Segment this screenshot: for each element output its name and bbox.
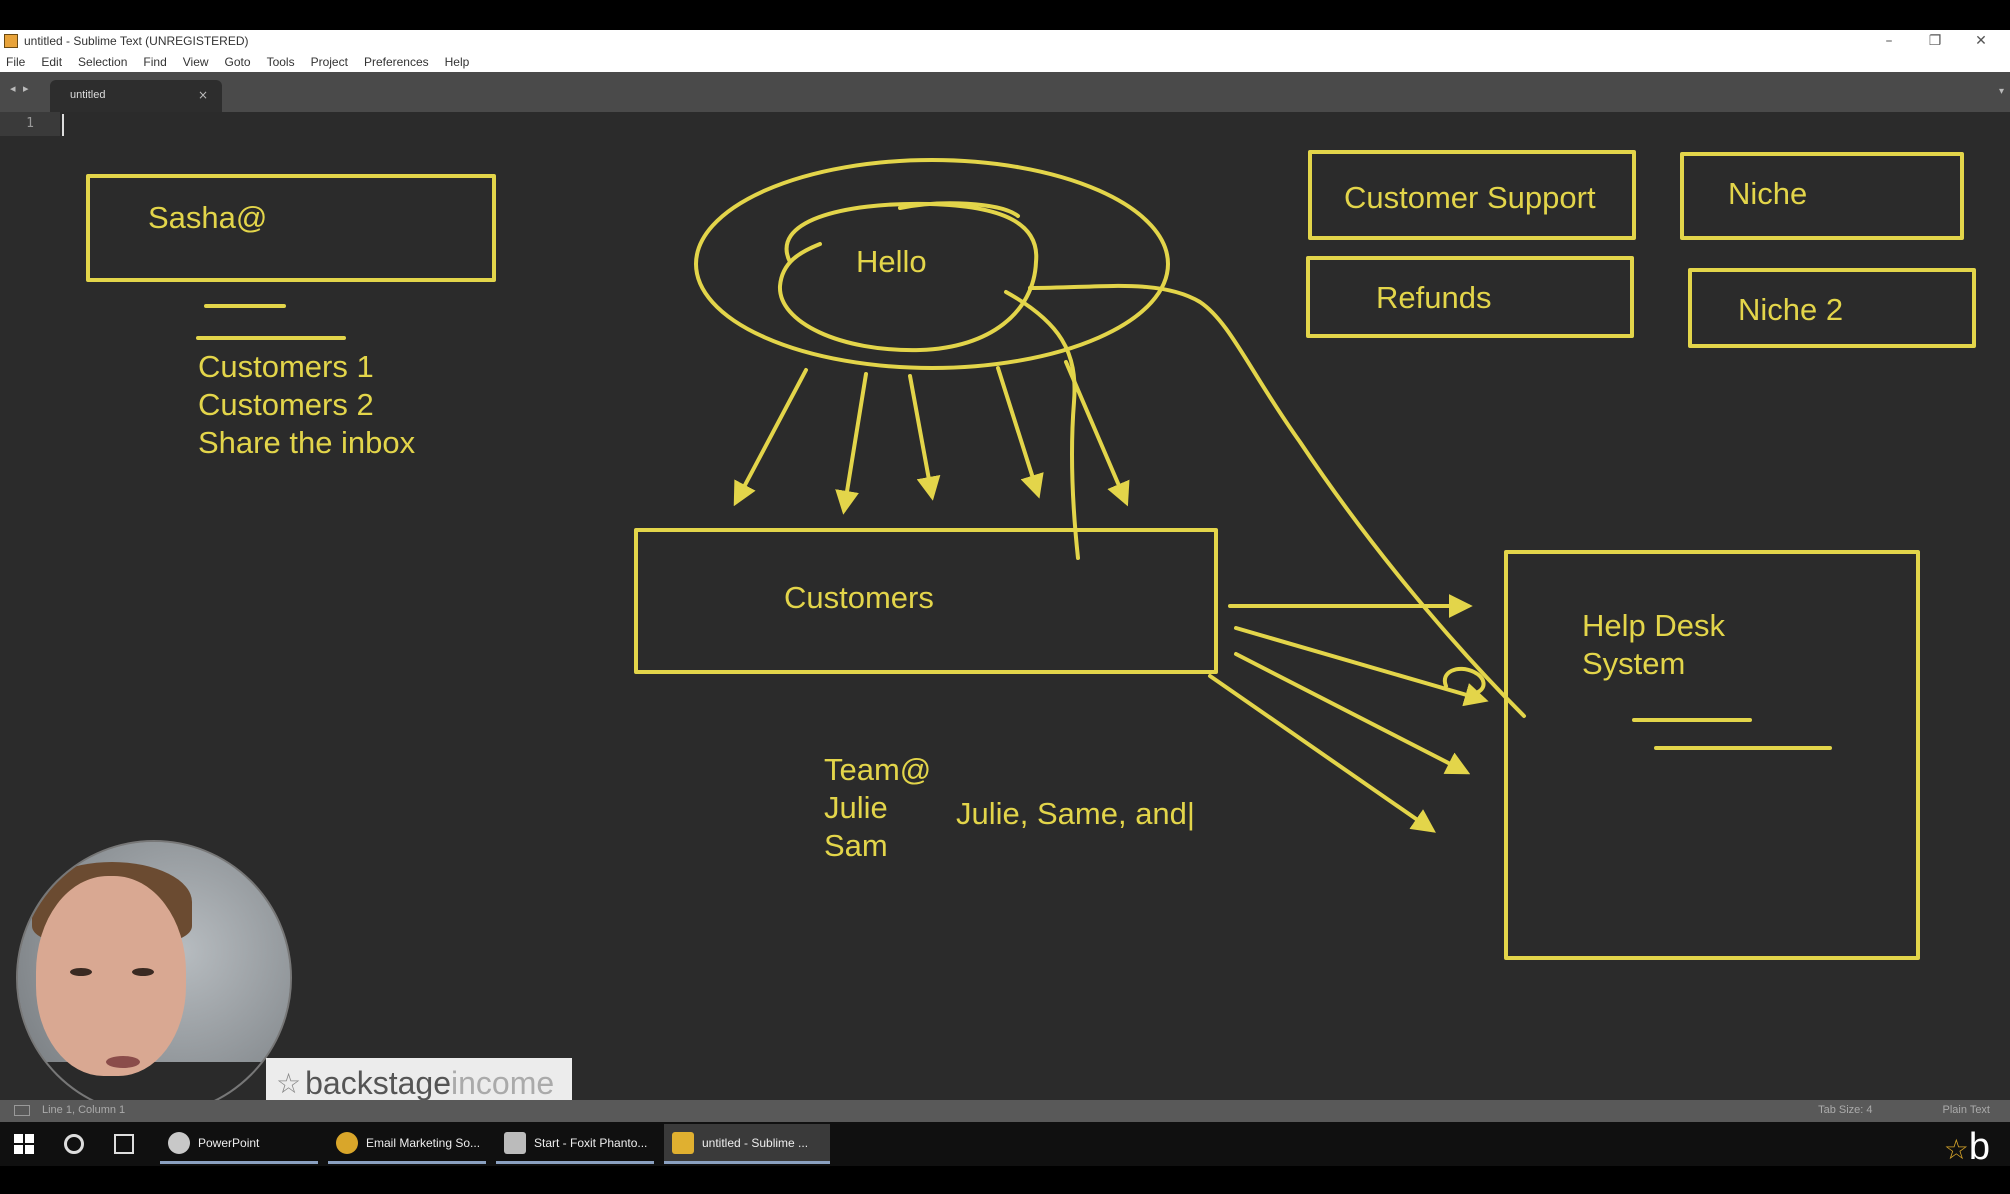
taskbar-app-label: PowerPoint	[198, 1135, 260, 1150]
tab-size[interactable]: Tab Size: 4	[1818, 1104, 1873, 1116]
powerpoint-icon	[168, 1131, 190, 1154]
hello-to-customers-stroke	[1004, 290, 1080, 560]
status-bar: Line 1, Column 1 Tab Size: 4 Plain Text	[0, 1100, 2010, 1122]
panel-toggle-icon[interactable]	[14, 1105, 30, 1116]
taskbar-app-sublime[interactable]: untitled - Sublime ...	[664, 1124, 830, 1164]
taskbar-app-foxit[interactable]: Start - Foxit Phanto...	[496, 1124, 654, 1164]
backstage-income-badge: ☆ backstage income	[266, 1058, 572, 1108]
star-icon: ☆	[276, 1066, 302, 1100]
taskbar-app-email-marketing[interactable]: Email Marketing So...	[328, 1124, 486, 1164]
cursor-position: Line 1, Column 1	[42, 1104, 126, 1116]
sasha-list-item: Share the inbox	[198, 425, 416, 460]
hello-label: Hello	[856, 244, 927, 279]
helpdesk-label: Help Desk	[1582, 608, 1725, 643]
helpdesk-box	[1504, 550, 1920, 960]
text-cursor	[62, 114, 64, 136]
menu-view[interactable]: View	[182, 55, 209, 69]
webcam-presenter	[16, 840, 292, 1116]
menu-edit[interactable]: Edit	[41, 55, 63, 69]
niche2-box	[1688, 268, 1976, 348]
customers-box	[634, 528, 1218, 674]
customers-label: Customers	[784, 580, 934, 615]
brand-text-backstage: backstage	[305, 1064, 451, 1101]
tab-label: untitled	[70, 89, 106, 101]
letterbox-top	[0, 0, 2010, 30]
sublime-icon	[672, 1131, 694, 1154]
hello-inner-loop	[777, 201, 1039, 353]
niche-box	[1680, 152, 1964, 240]
team-line: Julie	[824, 790, 888, 825]
syntax-mode[interactable]: Plain Text	[1942, 1104, 1991, 1116]
taskbar-app-label: Email Marketing So...	[366, 1135, 481, 1150]
tab-untitled[interactable]: untitled ×	[50, 80, 222, 112]
customer-support-label: Customer Support	[1344, 180, 1596, 215]
letterbox-bottom	[0, 1166, 2010, 1194]
restore-button[interactable]: ❐	[1928, 33, 1942, 49]
tab-close-icon[interactable]: ×	[197, 88, 208, 102]
line-number: 1	[0, 112, 60, 136]
menu-project[interactable]: Project	[310, 55, 348, 69]
menu-find[interactable]: Find	[143, 55, 167, 69]
menu-goto[interactable]: Goto	[224, 55, 251, 69]
window-controls: – ❐ ✕	[1866, 30, 2004, 52]
editor-area[interactable]: 1 Sasha@ Customers 1 Customers 2 Share t…	[0, 112, 2010, 1100]
close-button[interactable]: ✕	[1975, 33, 1987, 49]
menu-selection[interactable]: Selection	[78, 55, 128, 69]
team-note: Julie, Same, and|	[956, 796, 1195, 831]
helpdesk-arrow-curl	[1442, 666, 1486, 694]
sasha-list-item: Customers 1	[198, 349, 374, 384]
tab-dropdown-icon[interactable]: ▾	[1998, 86, 2004, 97]
menu-tools[interactable]: Tools	[266, 55, 295, 69]
menu-file[interactable]: File	[6, 55, 26, 69]
annotation-drawing: Sasha@ Customers 1 Customers 2 Share the…	[86, 150, 1976, 960]
sasha-label: Sasha@	[148, 200, 267, 235]
backstage-logo: ☆b	[1944, 1126, 1990, 1169]
windows-start-icon[interactable]	[14, 1134, 34, 1154]
team-line: Team@	[824, 752, 931, 787]
taskbar-app-label: Start - Foxit Phanto...	[534, 1135, 648, 1150]
arrow-to-helpdesk	[1234, 626, 1489, 707]
sasha-box	[86, 174, 496, 282]
tab-bar: ◂ ▸ untitled × ▾	[0, 72, 2010, 112]
presenter-face	[36, 876, 186, 1076]
arrow-down	[733, 368, 808, 507]
taskbar-app-powerpoint[interactable]: PowerPoint	[160, 1124, 318, 1164]
sasha-list-item: Customers 2	[198, 387, 374, 422]
refunds-box	[1306, 256, 1634, 338]
menu-help[interactable]: Help	[444, 55, 470, 69]
menu-bar: File Edit Selection Find View Goto Tools…	[0, 52, 2010, 72]
customer-support-box	[1308, 150, 1636, 240]
browser-icon	[336, 1131, 358, 1154]
niche-label: Niche	[1728, 176, 1807, 211]
cortana-icon[interactable]	[64, 1134, 84, 1154]
star-icon: ☆	[1943, 1133, 1969, 1166]
hello-outer-ellipse	[694, 158, 1170, 370]
task-view-icon[interactable]	[114, 1134, 134, 1154]
arrow-to-helpdesk	[1208, 674, 1436, 833]
foxit-icon	[504, 1131, 526, 1154]
niche2-label: Niche 2	[1738, 292, 1843, 327]
arrow-down	[908, 374, 941, 501]
arrow-down	[996, 366, 1044, 499]
arrow-to-helpdesk	[1234, 652, 1471, 775]
arrow-down	[835, 372, 868, 515]
sublime-app-icon	[4, 34, 18, 48]
taskbar-app-label: untitled - Sublime ...	[702, 1135, 809, 1150]
brand-text-income: income	[450, 1064, 555, 1101]
hello-scribble	[898, 201, 1020, 218]
tab-nav-arrows-icon[interactable]: ◂ ▸	[10, 82, 31, 95]
logo-letter: b	[1968, 1126, 1990, 1168]
refunds-label: Refunds	[1376, 280, 1491, 315]
taskbar: PowerPoint Email Marketing So... Start -…	[0, 1122, 2010, 1169]
minimize-button[interactable]: –	[1885, 33, 1893, 49]
menu-preferences[interactable]: Preferences	[363, 55, 429, 69]
window-title: untitled - Sublime Text (UNREGISTERED)	[24, 34, 249, 48]
title-bar: untitled - Sublime Text (UNREGISTERED) –…	[0, 30, 2010, 52]
hello-to-helpdesk-stroke	[1028, 283, 1526, 718]
helpdesk-label: System	[1582, 646, 1685, 681]
team-line: Sam	[824, 828, 888, 863]
